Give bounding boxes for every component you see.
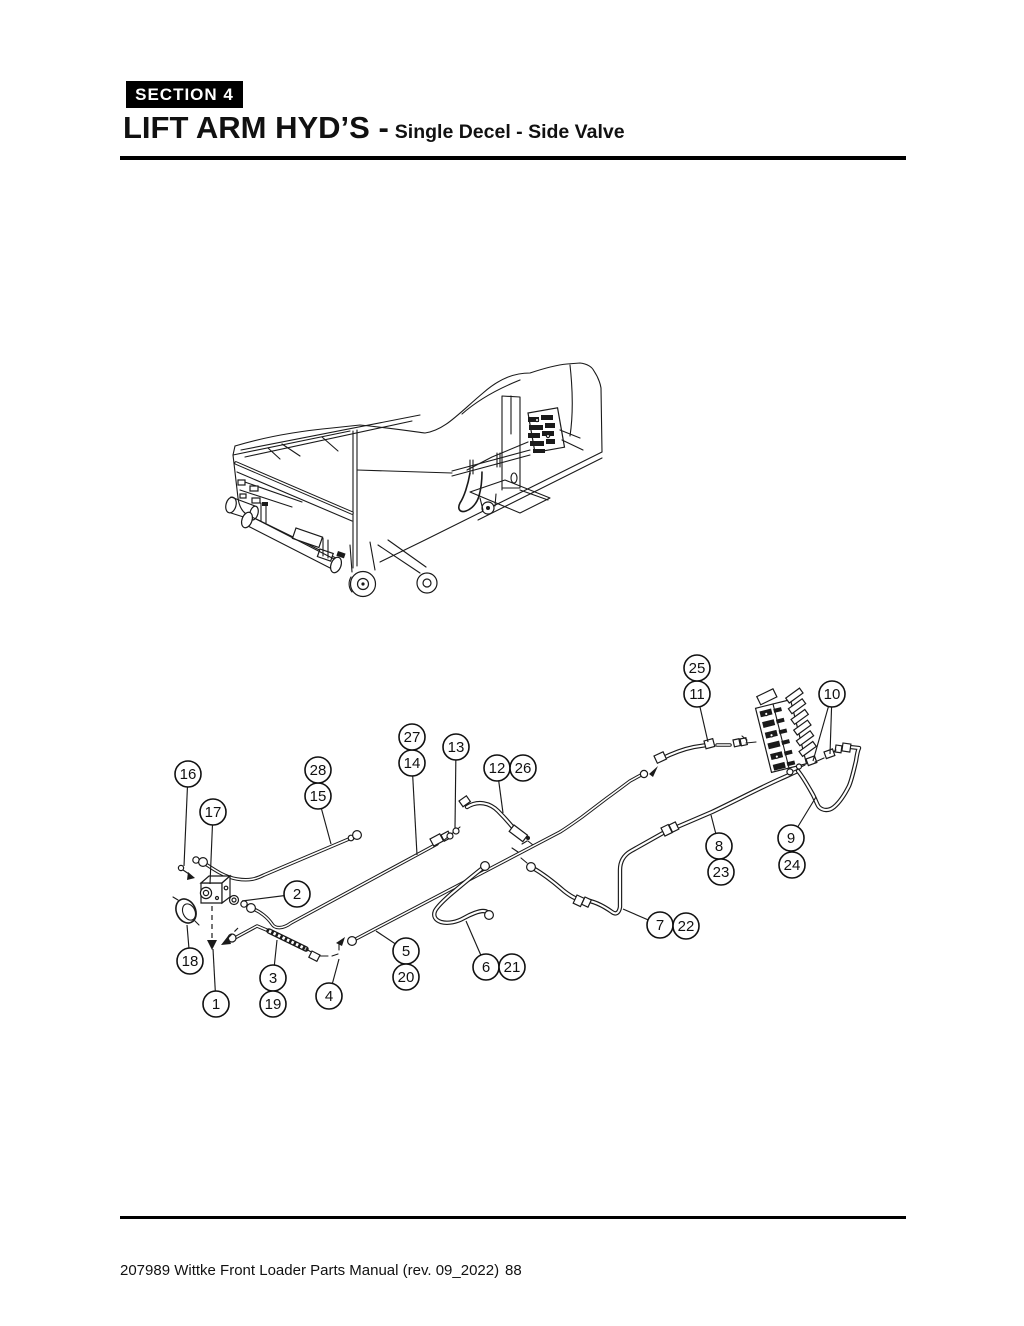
callout-1: 1	[202, 948, 230, 1018]
svg-text:22: 22	[678, 918, 695, 935]
callout-3: 3	[259, 939, 287, 992]
callout-19: 19	[259, 990, 287, 1018]
tube-15	[192, 829, 363, 882]
svg-text:16: 16	[180, 766, 197, 783]
hose-6	[434, 860, 495, 923]
svg-text:20: 20	[398, 969, 415, 986]
callout-24: 24	[778, 851, 806, 879]
callout-12: 12	[483, 754, 511, 814]
svg-text:14: 14	[404, 755, 421, 772]
callout-15: 15	[304, 782, 332, 845]
callout-4: 4	[315, 958, 343, 1010]
callout-22: 22	[672, 912, 700, 940]
callout-20: 20	[392, 963, 420, 991]
callout-21: 21	[498, 953, 526, 981]
callout-25: 25	[683, 654, 711, 682]
svg-text:17: 17	[205, 804, 222, 821]
page-title: LIFT ARM HYD’S -Single Decel - Side Valv…	[123, 110, 625, 146]
callout-10: 10	[812, 680, 846, 762]
callout-23: 23	[707, 858, 735, 886]
callout-17: 17	[199, 798, 227, 885]
svg-text:12: 12	[489, 760, 506, 777]
footer-rule	[120, 1216, 906, 1219]
svg-text:10: 10	[824, 686, 841, 703]
hose-11	[653, 735, 757, 765]
hose-12	[458, 795, 534, 853]
header-rule	[120, 156, 906, 160]
svg-text:19: 19	[265, 996, 282, 1013]
svg-text:11: 11	[689, 686, 705, 703]
svg-text:13: 13	[448, 739, 465, 756]
truck-illustration	[225, 362, 603, 598]
hose-9	[798, 742, 859, 810]
elbow-fittings-10	[798, 748, 836, 769]
control-valve-block	[754, 687, 818, 776]
callout-16: 16	[174, 760, 202, 867]
title-subtitle: Single Decel - Side Valve	[394, 121, 625, 143]
callout-2: 2	[241, 880, 311, 908]
footer-page-number: 88	[505, 1262, 522, 1279]
svg-text:8: 8	[715, 838, 723, 855]
svg-text:21: 21	[504, 959, 521, 976]
callout-6: 6	[465, 920, 500, 981]
svg-text:25: 25	[689, 660, 706, 677]
callout-13: 13	[442, 733, 470, 829]
svg-text:9: 9	[787, 830, 795, 847]
hydraulic-diagram: 1234567891011121314151617181920212223242…	[172, 654, 859, 1018]
svg-text:27: 27	[404, 729, 421, 746]
svg-text:23: 23	[713, 864, 730, 881]
svg-text:24: 24	[784, 857, 801, 874]
callout-7: 7	[622, 908, 674, 939]
callout-26: 26	[509, 754, 537, 782]
callout-14: 14	[398, 749, 426, 856]
footer-text: 207989 Wittke Front Loader Parts Manual …	[120, 1262, 500, 1279]
svg-text:1: 1	[212, 996, 220, 1013]
callout-8: 8	[705, 814, 733, 860]
svg-text:26: 26	[515, 760, 532, 777]
svg-text:2: 2	[293, 886, 301, 903]
section-badge: SECTION 4	[126, 81, 243, 108]
svg-text:15: 15	[310, 788, 327, 805]
title-main: LIFT ARM HYD’S -	[123, 110, 389, 145]
svg-text:5: 5	[402, 943, 410, 960]
callout-28: 28	[304, 756, 332, 784]
callout-9: 9	[777, 796, 817, 852]
svg-text:6: 6	[482, 959, 490, 976]
decel-valve-assembly	[172, 864, 240, 950]
svg-text:4: 4	[325, 988, 333, 1005]
tube-3	[227, 924, 345, 963]
callout-11: 11	[683, 680, 711, 743]
tube-14	[240, 830, 453, 930]
callout-5: 5	[375, 930, 420, 965]
svg-text:7: 7	[656, 917, 664, 934]
svg-text:18: 18	[182, 953, 199, 970]
truck-valve-pack	[466, 407, 584, 471]
svg-text:28: 28	[310, 762, 327, 779]
fitting-13	[442, 826, 461, 842]
svg-text:3: 3	[269, 970, 277, 987]
callout-18: 18	[176, 924, 204, 975]
tube-5	[347, 766, 658, 946]
hose-7-8	[520, 771, 798, 913]
callout-27: 27	[398, 723, 426, 751]
